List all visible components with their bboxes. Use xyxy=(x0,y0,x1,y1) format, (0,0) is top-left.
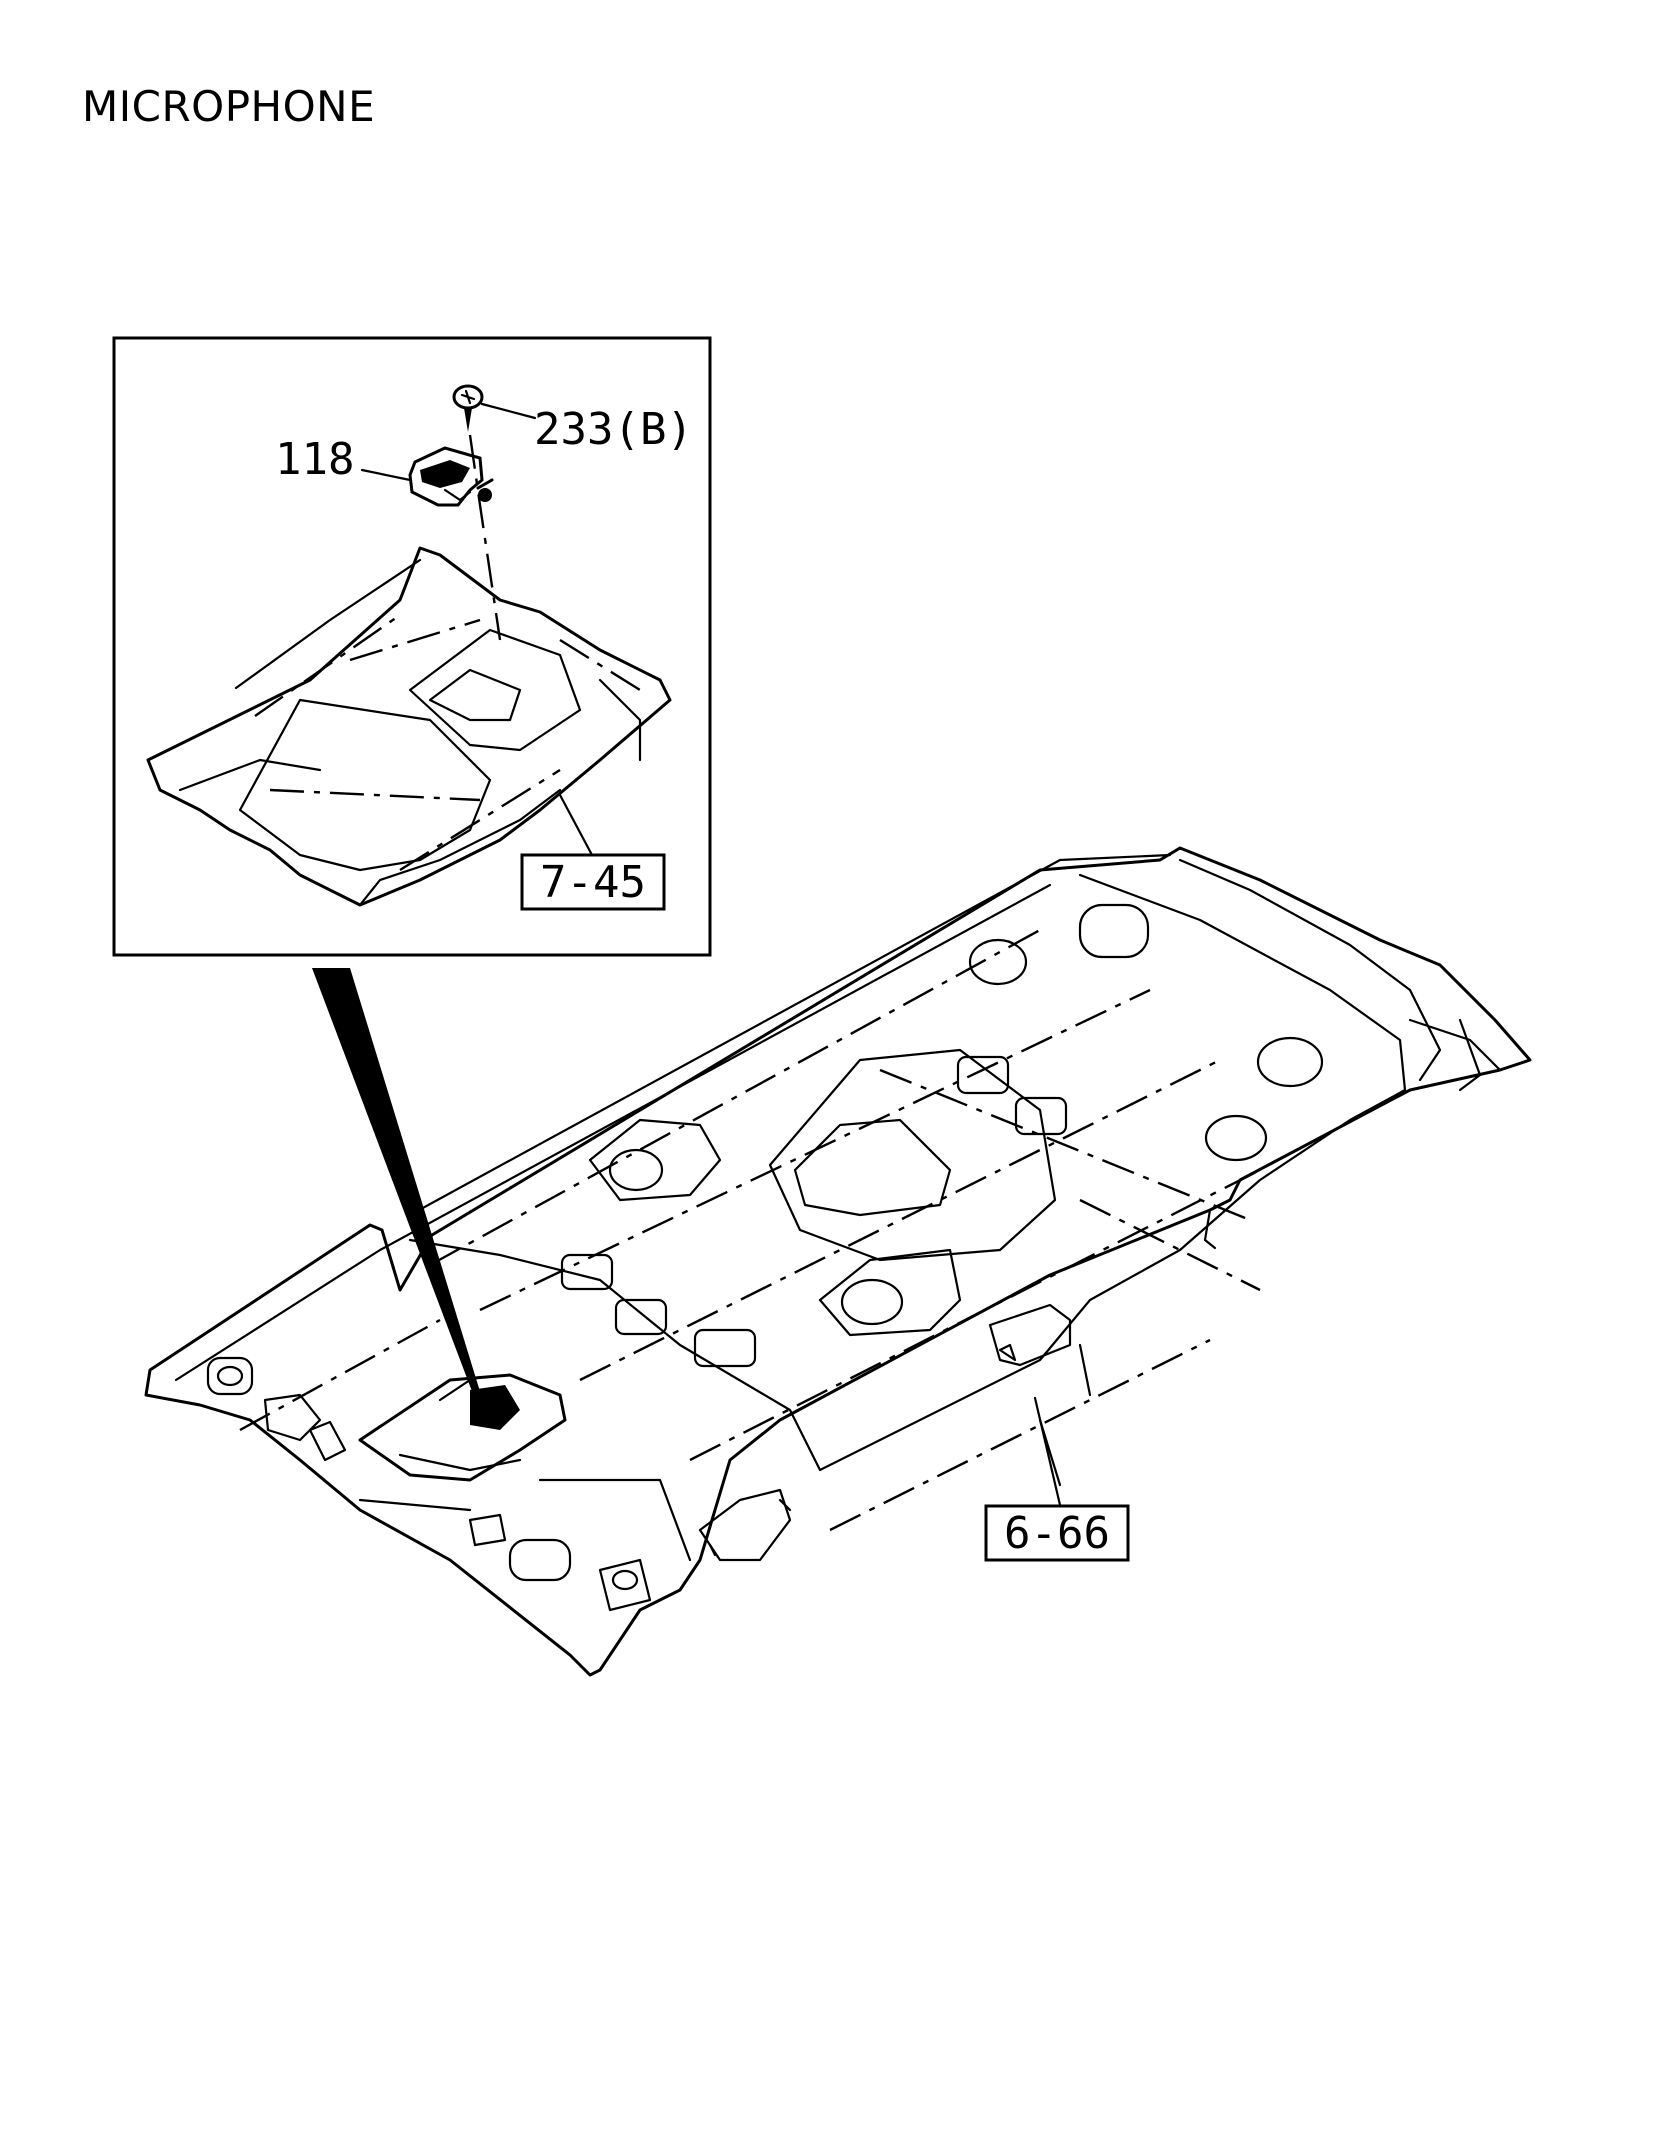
overhead-console-drawing xyxy=(146,546,672,907)
headliner-drawing xyxy=(144,846,1532,1677)
detail-pointer xyxy=(312,968,482,1402)
callout-headliner-ref: 6-66 xyxy=(1004,1508,1110,1559)
microphone-part xyxy=(408,446,494,507)
callout-screw: 233(B) xyxy=(534,404,693,455)
callout-console-ref: 7-45 xyxy=(540,857,646,908)
screw-part xyxy=(452,384,484,432)
callout-microphone: 118 xyxy=(275,434,354,485)
detail-inset: 233(B) 118 7-45 xyxy=(112,336,712,957)
page-title: MICROPHONE xyxy=(82,82,376,131)
